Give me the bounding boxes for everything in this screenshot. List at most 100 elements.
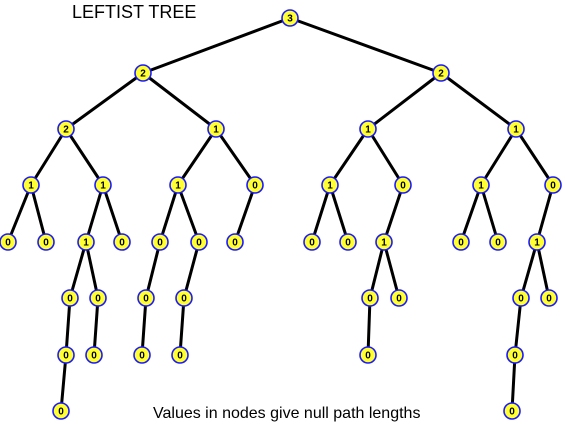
- tree-node: 0: [394, 176, 412, 194]
- tree-edge: [368, 240, 386, 300]
- tree-node: 0: [175, 289, 193, 307]
- tree-node: 0: [89, 289, 107, 307]
- tree-edges: [6, 16, 555, 413]
- tree-node: 2: [57, 120, 75, 138]
- tree-node-circle: [133, 346, 151, 364]
- tree-node-label: 0: [546, 294, 552, 305]
- tree-node-label: 0: [345, 238, 351, 249]
- tree-node-circle: [207, 120, 225, 138]
- tree-edge: [176, 183, 201, 244]
- tree-edge: [64, 71, 145, 131]
- tree-edge: [535, 183, 555, 244]
- tree-node: 1: [77, 233, 95, 251]
- tree-node: 0: [303, 233, 321, 251]
- tree-node: 0: [113, 233, 131, 251]
- tree-node: 1: [321, 176, 339, 194]
- tree-node: 0: [133, 346, 151, 364]
- tree-node: 1: [472, 176, 490, 194]
- tree-node: 2: [134, 64, 152, 82]
- tree-edge: [158, 183, 180, 244]
- tree-node-circle: [375, 233, 393, 251]
- tree-node-label: 0: [119, 238, 125, 249]
- tree-node-circle: [472, 176, 490, 194]
- tree-edge: [382, 240, 401, 300]
- tree-node-circle: [52, 402, 70, 420]
- tree-edge: [29, 183, 48, 244]
- tree-node: 0: [361, 289, 379, 307]
- tree-node-label: 0: [458, 238, 464, 249]
- tree-node-circle: [57, 346, 75, 364]
- tree-node-label: 1: [327, 181, 333, 192]
- tree-node-circle: [544, 176, 562, 194]
- tree-edge: [459, 183, 483, 244]
- tree-edge: [141, 71, 218, 131]
- tree-node-circle: [489, 233, 507, 251]
- tree-node-circle: [507, 120, 525, 138]
- tree-edge: [310, 183, 332, 244]
- tree-edge: [29, 127, 68, 187]
- tree-edge: [288, 16, 443, 75]
- tree-edge: [64, 127, 105, 187]
- tree-node-circle: [175, 289, 193, 307]
- tree-edge: [513, 296, 523, 357]
- tree-edge: [233, 183, 257, 244]
- tree-node-circle: [281, 9, 299, 27]
- tree-node: 0: [540, 289, 558, 307]
- tree-node-circle: [134, 64, 152, 82]
- tree-node-circle: [359, 120, 377, 138]
- tree-node: 0: [452, 233, 470, 251]
- tree-node: 0: [226, 233, 244, 251]
- tree-edge: [366, 296, 372, 357]
- tree-node-circle: [137, 289, 155, 307]
- tree-node: 0: [359, 346, 377, 364]
- tree-edge: [366, 71, 443, 131]
- tree-node-label: 1: [513, 125, 519, 136]
- tree-node-circle: [503, 402, 521, 420]
- tree-node-circle: [512, 289, 530, 307]
- tree-node-circle: [506, 346, 524, 364]
- tree-node-circle: [226, 233, 244, 251]
- tree-node-circle: [94, 176, 112, 194]
- tree-node-label: 0: [67, 294, 73, 305]
- tree-edge: [64, 296, 72, 357]
- tree-node: 0: [37, 233, 55, 251]
- tree-node-label: 1: [83, 238, 89, 249]
- tree-edge: [101, 183, 124, 244]
- tree-node: 0: [85, 346, 103, 364]
- tree-node: 0: [61, 289, 79, 307]
- tree-edge: [92, 296, 100, 357]
- tree-node-circle: [85, 346, 103, 364]
- tree-node-circle: [303, 233, 321, 251]
- tree-edge: [479, 127, 518, 187]
- tree-node-circle: [339, 233, 357, 251]
- tree-node-circle: [171, 346, 189, 364]
- tree-node: 0: [503, 402, 521, 420]
- tree-node-label: 0: [365, 351, 371, 362]
- tree-edge: [182, 240, 201, 300]
- tree-edge: [176, 127, 218, 187]
- tree-node-label: 2: [438, 69, 444, 80]
- tree-node: 0: [390, 289, 408, 307]
- tree-node: 1: [359, 120, 377, 138]
- tree-node: 0: [52, 402, 70, 420]
- tree-node: 1: [207, 120, 225, 138]
- tree-node: 3: [281, 9, 299, 27]
- tree-node-label: 0: [396, 294, 402, 305]
- tree-node-label: 1: [100, 181, 106, 192]
- tree-edge: [510, 353, 517, 413]
- tree-node-label: 0: [63, 351, 69, 362]
- tree-edge: [328, 183, 350, 244]
- tree-node-circle: [190, 233, 208, 251]
- tree-node-label: 0: [157, 238, 163, 249]
- tree-node-circle: [151, 233, 169, 251]
- tree-edge: [84, 183, 105, 244]
- tree-edge: [514, 127, 555, 187]
- tree-node: 0: [0, 233, 17, 251]
- tree-node-circle: [113, 233, 131, 251]
- tree-node: 0: [171, 346, 189, 364]
- tree-node-label: 0: [95, 294, 101, 305]
- tree-node-circle: [390, 289, 408, 307]
- tree-node-label: 0: [518, 294, 524, 305]
